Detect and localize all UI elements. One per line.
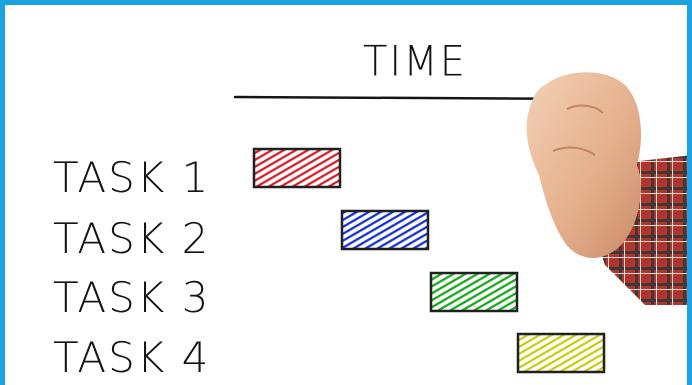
task-bar-2 <box>342 211 428 249</box>
hand-with-marker <box>527 72 692 305</box>
hand <box>527 72 641 258</box>
task-bar-1 <box>254 149 340 187</box>
task-bar-3 <box>431 273 517 311</box>
task-bar-4 <box>518 334 604 372</box>
diagram-drawing <box>5 5 692 385</box>
